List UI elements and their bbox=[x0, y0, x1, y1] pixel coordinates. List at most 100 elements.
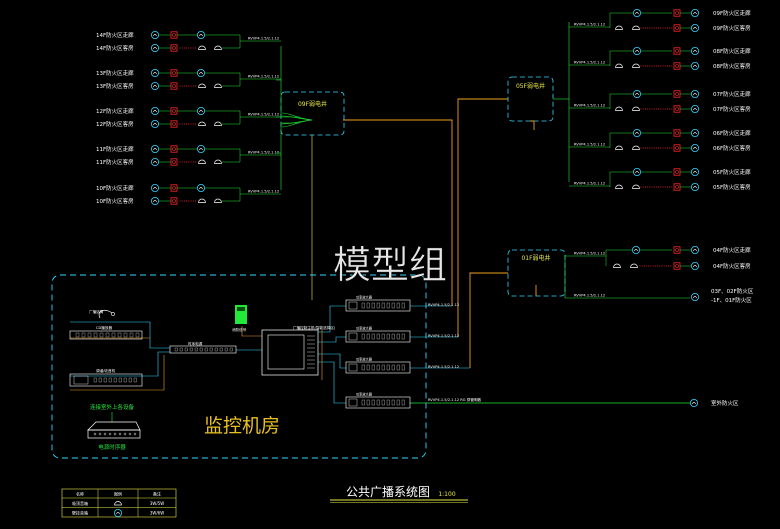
volume-control-icon bbox=[170, 82, 178, 90]
wall-speaker-icon bbox=[691, 167, 700, 176]
ceiling-speaker-chain-dot bbox=[649, 147, 651, 149]
floor-label-a: 11F防火区走廊 bbox=[96, 145, 134, 153]
wire bbox=[318, 305, 346, 333]
amp-knob-panel bbox=[348, 363, 358, 372]
fire-signal-window bbox=[237, 307, 245, 311]
amp-meter bbox=[366, 333, 370, 340]
wall-speaker-icon-glyph bbox=[199, 148, 203, 151]
ceiling-speaker-icon-dome bbox=[632, 106, 640, 111]
ceiling-speaker-chain-dot bbox=[186, 47, 188, 49]
ceiling-speaker-icon bbox=[632, 106, 640, 111]
outdoor-speaker-icon-glyph bbox=[692, 402, 696, 405]
tuner-button bbox=[133, 377, 137, 383]
volume-control-icon-dot bbox=[675, 26, 679, 30]
left-shaft-fanin bbox=[276, 46, 313, 190]
wall-speaker-icon-glyph bbox=[153, 161, 157, 164]
volume-control-icon-dot bbox=[675, 185, 679, 189]
shaft-05f-label: 05F弱电井 bbox=[516, 82, 545, 90]
ceiling-speaker-chain-dot bbox=[655, 65, 657, 67]
ceiling-speaker-icon bbox=[630, 263, 638, 268]
cd-button bbox=[123, 332, 128, 338]
amp-meter bbox=[401, 333, 405, 340]
ceiling-speaker-chain-dot bbox=[664, 186, 666, 188]
volume-control-icon bbox=[673, 62, 681, 70]
wall-speaker-icon-glyph bbox=[693, 186, 697, 189]
wall-speaker-icon bbox=[633, 8, 642, 17]
wall-speaker-icon-glyph bbox=[693, 93, 697, 96]
ceiling-speaker-chain-dot bbox=[647, 147, 649, 149]
ceiling-speaker-chain-dot bbox=[655, 147, 657, 149]
ceiling-speaker-icon-dome bbox=[615, 145, 623, 150]
volume-control-icon-dot bbox=[172, 160, 176, 164]
wall-speaker-icon bbox=[691, 47, 700, 56]
wall-speaker-icon-glyph bbox=[693, 108, 697, 111]
tuner-button bbox=[113, 377, 117, 383]
ceiling-speaker-chain-dot bbox=[660, 108, 662, 110]
sequencer-button bbox=[204, 347, 208, 352]
cable-label: RVVP4.1.5/2.1.12 bbox=[248, 190, 279, 194]
wall-speaker-icon-circle bbox=[150, 157, 159, 166]
wall-speaker-icon bbox=[691, 105, 700, 114]
wall-speaker-icon bbox=[196, 107, 205, 116]
drawing-title: 公共广播系统图 1:100 bbox=[330, 485, 468, 503]
tuner-button bbox=[108, 377, 112, 383]
wall-speaker-icon-circle bbox=[150, 120, 159, 129]
ceiling-speaker-chain-dot bbox=[666, 65, 668, 67]
amp-cable-label: RVVP4.1.5/2.1.12 RG 穿管明敷 bbox=[428, 397, 482, 402]
ceiling-speaker-chain-dot bbox=[640, 27, 642, 29]
ceiling-speaker-chain-dot bbox=[194, 47, 196, 49]
ceiling-speaker-chain-dot bbox=[643, 265, 645, 267]
floor-label-b: 09F防火区客房 bbox=[713, 24, 751, 32]
ceiling-speaker-chain bbox=[179, 85, 196, 87]
volume-control-icon-dot bbox=[172, 33, 176, 37]
amp-meter bbox=[376, 302, 380, 309]
ceiling-speaker-icon bbox=[198, 198, 206, 203]
ceiling-speaker-chain-dot bbox=[650, 265, 652, 267]
wall-speaker-icon-glyph bbox=[153, 72, 157, 75]
volume-control-icon-dot bbox=[675, 11, 679, 15]
wall-speaker-icon-circle bbox=[196, 30, 205, 39]
wall-speaker-icon-glyph bbox=[634, 249, 638, 252]
wall-speaker-icon bbox=[691, 90, 700, 99]
ceiling-speaker-chain-dot bbox=[179, 200, 181, 202]
ceiling-speaker-icon-dome bbox=[198, 198, 206, 203]
wall-speaker-icon bbox=[633, 47, 642, 56]
floor-label-a: 08F防火区走廊 bbox=[713, 47, 751, 55]
ceiling-speaker-chain-dot bbox=[653, 108, 655, 110]
legend-ceiling-speaker-icon-dome bbox=[114, 501, 122, 506]
volume-control-icon-box bbox=[673, 90, 681, 98]
ceiling-speaker-chain-dot bbox=[181, 161, 183, 163]
sequencer-button bbox=[224, 347, 228, 352]
ceiling-speaker-icon bbox=[198, 159, 206, 164]
volume-control-icon bbox=[673, 144, 681, 152]
volume-control-icon-dot bbox=[172, 84, 176, 88]
ceiling-speaker-chain bbox=[640, 65, 673, 67]
wall-speaker-icon-glyph bbox=[199, 110, 203, 113]
wire bbox=[70, 321, 170, 349]
amp-meter bbox=[386, 302, 390, 309]
ceiling-speaker-chain-dot bbox=[670, 265, 672, 267]
wall-speaker-icon-glyph bbox=[153, 34, 157, 37]
cd-player: CD播放器 bbox=[69, 325, 143, 340]
wall-speaker-icon-glyph bbox=[693, 65, 697, 68]
ceiling-speaker-chain-dot bbox=[669, 65, 671, 67]
right-shaft-fanout bbox=[553, 22, 570, 298]
timer-socket bbox=[103, 432, 107, 436]
ceiling-speaker-chain-dot bbox=[641, 265, 643, 267]
amp-knob-panel bbox=[348, 398, 358, 407]
amp-cable-label: RVVP4.1.5/2.1.12 bbox=[428, 365, 459, 369]
ceiling-speaker-chain-dot bbox=[183, 85, 185, 87]
tuner-button bbox=[123, 377, 127, 383]
volume-control-icon bbox=[170, 197, 178, 205]
ceiling-speaker-chain-dot bbox=[652, 265, 654, 267]
volume-control-icon bbox=[673, 47, 681, 55]
volume-control-icon-box bbox=[673, 24, 681, 32]
sequencer-button bbox=[184, 347, 188, 352]
wall-speaker-icon-circle bbox=[633, 90, 642, 99]
volume-control-icon-dot bbox=[675, 248, 679, 252]
ceiling-speaker-chain-dot bbox=[188, 123, 190, 125]
ceiling-speaker-chain-dot bbox=[640, 65, 642, 67]
